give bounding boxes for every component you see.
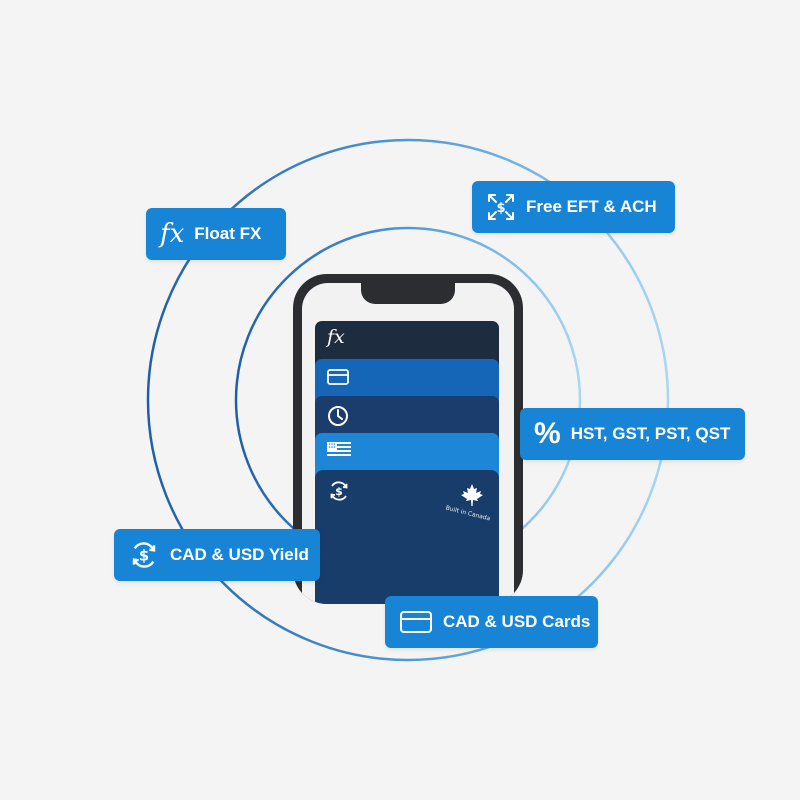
svg-text:$: $ xyxy=(139,547,149,564)
fx-icon: fx xyxy=(160,219,185,249)
feature-free-eft-ach: $ Free EFT & ACH xyxy=(472,181,675,233)
phone-notch xyxy=(361,283,455,304)
phone-mockup: fx xyxy=(293,274,523,604)
feature-label: HST, GST, PST, QST xyxy=(570,424,731,443)
svg-text:$: $ xyxy=(496,201,505,216)
card-yield: $ Built in Canada xyxy=(315,470,499,604)
feature-label: Free EFT & ACH xyxy=(526,197,657,216)
us-flag-icon xyxy=(327,442,351,458)
feature-label: Float FX xyxy=(194,224,262,243)
credit-card-icon xyxy=(327,369,349,385)
feature-cad-usd-cards: CAD & USD Cards xyxy=(385,596,598,648)
transfer-arrows-icon: $ xyxy=(488,194,514,220)
feature-label: CAD & USD Yield xyxy=(170,545,309,564)
maple-leaf-icon xyxy=(461,484,483,506)
feature-cad-usd-yield: $ CAD & USD Yield xyxy=(114,529,320,581)
outer-ring xyxy=(146,138,670,662)
feature-sales-tax: % HST, GST, PST, QST xyxy=(520,408,745,460)
clock-icon xyxy=(328,406,348,426)
svg-text:$: $ xyxy=(335,485,343,498)
dollar-exchange-icon: $ xyxy=(330,481,348,501)
feature-label: CAD & USD Cards xyxy=(443,612,591,631)
feature-float-fx: fx Float FX xyxy=(146,208,286,260)
percent-icon: % xyxy=(534,417,561,450)
fx-icon: fx xyxy=(327,326,345,348)
phone-screen: fx xyxy=(302,283,514,604)
credit-card-icon xyxy=(400,611,432,633)
dollar-cycle-icon: $ xyxy=(132,542,156,568)
